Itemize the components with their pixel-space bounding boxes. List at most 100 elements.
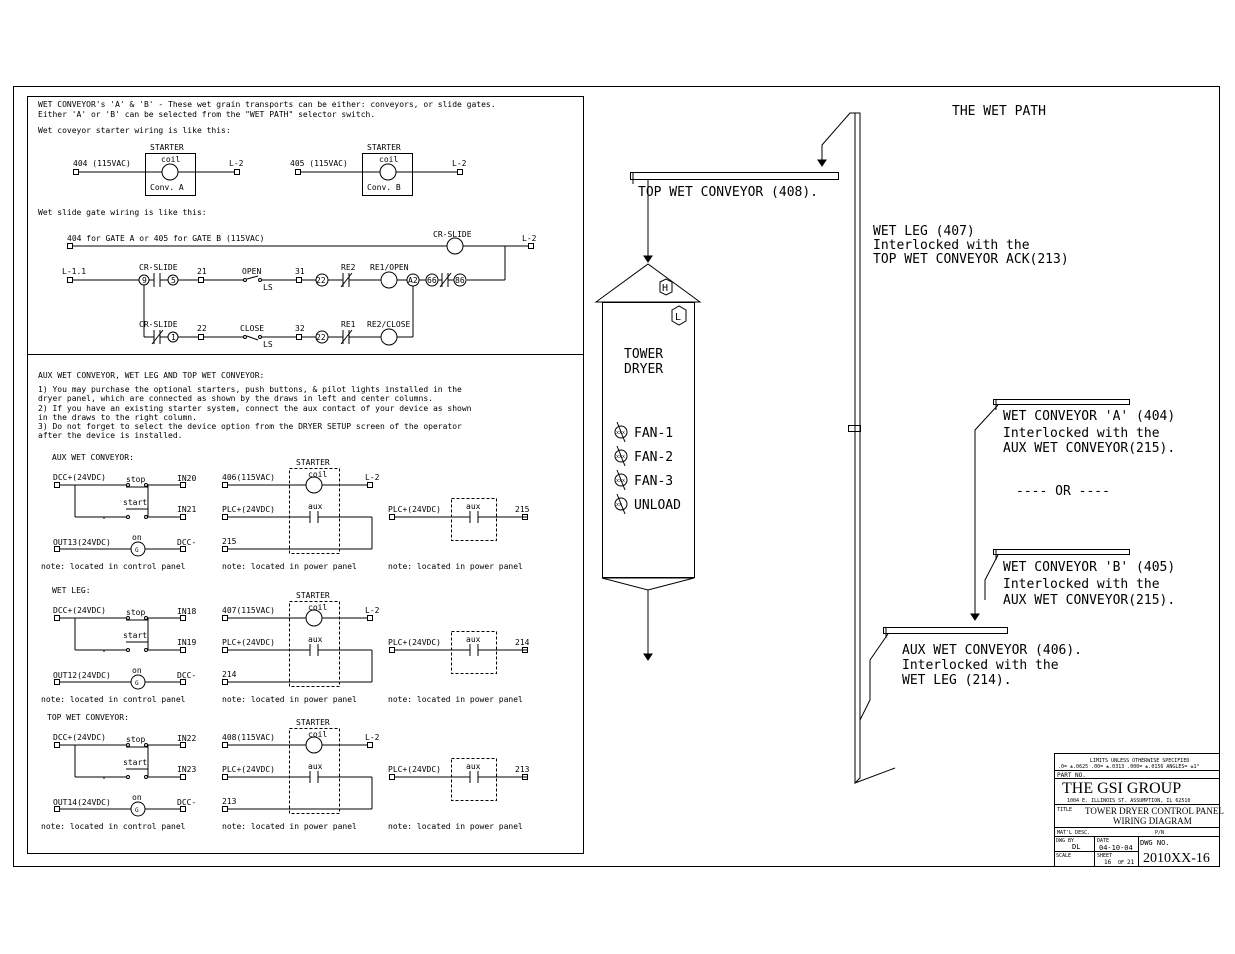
pilot-light-glyph: G bbox=[135, 680, 139, 687]
terminal bbox=[367, 615, 373, 621]
starter-label: STARTER bbox=[296, 591, 330, 600]
input-b-label: IN19 bbox=[177, 638, 196, 647]
return-label: 215 bbox=[222, 537, 237, 546]
aux-line-1: AUX WET CONVEYOR (406). bbox=[902, 643, 1082, 658]
aux-line-2: Interlocked with the bbox=[902, 658, 1059, 673]
left-top-section: WET CONVEYOR's 'A' & 'B' - These wet gra… bbox=[38, 100, 496, 217]
re1-open-label: RE1/OPEN bbox=[370, 263, 409, 272]
terminal bbox=[389, 774, 395, 780]
tolerance-line-2: .0= ±.0625 .00= ±.0313 .000= ±.0156 ANGL… bbox=[1058, 764, 1199, 770]
drawing-title-2: WIRING DIAGRAM bbox=[1113, 816, 1192, 826]
terminal bbox=[54, 546, 60, 552]
aux-label: aux bbox=[308, 762, 323, 771]
sheet-value: 16 bbox=[1104, 859, 1112, 866]
fan-label: FAN-2 bbox=[634, 450, 673, 465]
aux-heading: AUX WET CONVEYOR, WET LEG AND TOP WET CO… bbox=[38, 371, 264, 380]
circuit-b-right: L-2 bbox=[452, 159, 467, 168]
wet-leg-line-3: TOP WET CONVEYOR ACK(213) bbox=[873, 252, 1069, 267]
motor-icon bbox=[614, 497, 628, 511]
coil-label-b: coil bbox=[379, 155, 398, 164]
row2-32: 32 bbox=[295, 324, 305, 333]
of-label: OF bbox=[1118, 860, 1124, 866]
coil-label: coil bbox=[308, 470, 327, 479]
output-label: OUT13(24VDC) bbox=[53, 538, 111, 547]
company-name: THE GSI GROUP bbox=[1062, 780, 1181, 797]
term-22b: 22 bbox=[316, 333, 326, 342]
circuit-a-right: L-2 bbox=[229, 159, 244, 168]
l2-label: L-2 bbox=[365, 606, 380, 615]
dcc-plus-label: DCC+(24VDC) bbox=[53, 606, 106, 615]
terminal bbox=[54, 482, 60, 488]
term-22a: 22 bbox=[316, 276, 326, 285]
sheet-label: SHEET bbox=[1097, 853, 1112, 859]
high-label: H bbox=[662, 283, 668, 294]
row1-cr-label: CR-SLIDE bbox=[139, 263, 178, 272]
terminal bbox=[222, 615, 228, 621]
motor-icon bbox=[614, 473, 628, 487]
input-a-label: IN20 bbox=[177, 474, 196, 483]
return-right-label: 215 bbox=[515, 505, 530, 514]
feed-label: 406(115VAC) bbox=[222, 473, 275, 482]
circuit-b-left: 405 (115VAC) bbox=[290, 159, 348, 168]
terminal bbox=[222, 742, 228, 748]
terminal bbox=[180, 806, 186, 812]
pilot-light-glyph: G bbox=[135, 547, 139, 554]
aux-line-3: WET LEG (214). bbox=[902, 673, 1012, 688]
terminal bbox=[389, 514, 395, 520]
return-right-label: 213 bbox=[515, 765, 530, 774]
circuit-a-left: 404 (115VAC) bbox=[73, 159, 131, 168]
terminal bbox=[180, 774, 186, 780]
low-label: L bbox=[675, 312, 681, 323]
conv-a-line-1: WET CONVEYOR 'A' (404) bbox=[1003, 409, 1175, 424]
terminal bbox=[222, 774, 228, 780]
stop-label: stop bbox=[126, 735, 145, 744]
dcc-plus-label: DCC+(24VDC) bbox=[53, 733, 106, 742]
note-2a: 2) If you have an existing starter syste… bbox=[38, 404, 472, 413]
on-label: on bbox=[132, 793, 142, 802]
terminal bbox=[180, 615, 186, 621]
input-b-label: IN23 bbox=[177, 765, 196, 774]
output-label: OUT14(24VDC) bbox=[53, 798, 111, 807]
section-title: AUX WET CONVEYOR: bbox=[52, 453, 134, 462]
part-no-label: PART NO. bbox=[1057, 772, 1086, 779]
high-level-hex bbox=[659, 278, 673, 296]
dwg-no-label: DWG NO. bbox=[1140, 839, 1170, 847]
term-1: 1 bbox=[171, 333, 176, 342]
starter-circuit-b: STARTER coil Conv. B 405 (115VAC) L-2 bbox=[290, 143, 467, 196]
input-b-label: IN21 bbox=[177, 505, 196, 514]
terminal bbox=[367, 742, 373, 748]
sheets-value: 21 bbox=[1127, 859, 1135, 866]
terminal bbox=[54, 679, 60, 685]
control-sections: AUX WET CONVEYOR: DCC+(24VDC) stop IN20 star… bbox=[41, 453, 530, 831]
top-wet-conveyor-label: TOP WET CONVEYOR (408). bbox=[638, 185, 818, 200]
terminal bbox=[222, 647, 228, 653]
row2-cr-label: CR-SLIDE bbox=[139, 320, 178, 329]
intro-line-1: WET CONVEYOR's 'A' & 'B' - These wet gra… bbox=[38, 100, 496, 109]
pn-label: P/N bbox=[1155, 830, 1164, 836]
l2-label: L-2 bbox=[365, 473, 380, 482]
re2-label: RE2 bbox=[341, 263, 356, 272]
motor-glyph: xx bbox=[616, 502, 622, 508]
term-86: 86 bbox=[455, 276, 465, 285]
start-label: start bbox=[123, 631, 147, 640]
starter-label-a: STARTER bbox=[150, 143, 184, 152]
term-5: 5 bbox=[171, 276, 176, 285]
plc-right-label: PLC+(24VDC) bbox=[388, 505, 441, 514]
aux-right-label: aux bbox=[466, 635, 481, 644]
terminal bbox=[522, 647, 528, 653]
starter-label-b: STARTER bbox=[367, 143, 401, 152]
terminal bbox=[180, 742, 186, 748]
wet-leg-line-1: WET LEG (407) bbox=[873, 224, 975, 239]
or-label: ---- OR ---- bbox=[1016, 484, 1110, 499]
terminal bbox=[367, 482, 373, 488]
motor-icon bbox=[614, 425, 628, 439]
terminal bbox=[54, 615, 60, 621]
row1-21: 21 bbox=[197, 267, 207, 276]
low-level-hex bbox=[671, 305, 687, 326]
note-1b: dryer panel, which are connected as show… bbox=[38, 394, 433, 403]
conv-b-line-1: WET CONVEYOR 'B' (405) bbox=[1003, 560, 1175, 575]
plc-right-label: PLC+(24VDC) bbox=[388, 638, 441, 647]
